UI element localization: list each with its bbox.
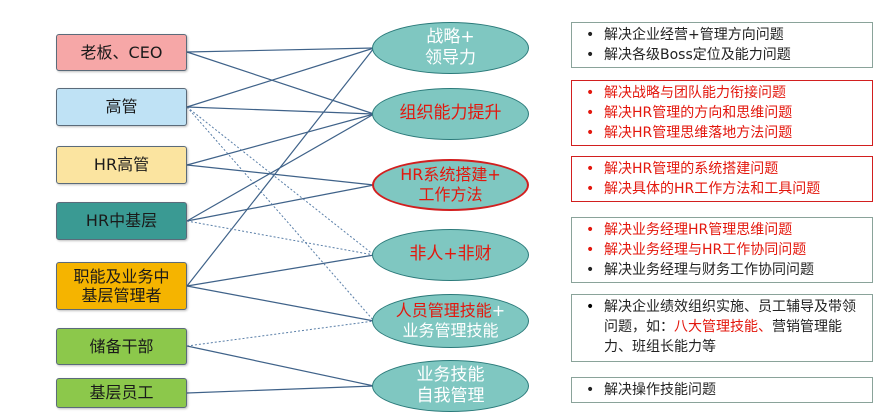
problem-box-2: 解决战略与团队能力衔接问题 解决HR管理的方向和思维问题 解决HR管理思维落地方… (571, 80, 873, 146)
connector-line (186, 164, 375, 186)
problem-box-6: 解决操作技能问题 (571, 377, 873, 403)
role-functional-managers: 职能及业务中 基层管理者 (56, 262, 187, 310)
problem-item: 解决业务经理HR管理思维问题 (582, 220, 866, 240)
connector-line (186, 47, 375, 287)
connector-line (186, 385, 375, 394)
course-strategy-leadership: 战略+ 领导力 (372, 22, 529, 74)
connector-line (186, 106, 375, 115)
role-frontline-staff: 基层员工 (56, 378, 187, 408)
course-hr-system: HR系统搭建+ 工作方法 (372, 159, 529, 211)
problem-box-5: 解决企业绩效组织实施、员工辅导及带领问题，如：八大管理技能、营销管理能力、班组长… (571, 294, 873, 362)
connector-line (186, 47, 375, 108)
problem-box-1: 解决企业经营+管理方向问题 解决各级Boss定位及能力问题 (571, 22, 873, 68)
problem-text-black: 解决企业绩效组织实施、员工辅导及带领问题，如： (604, 299, 856, 335)
problem-item: 解决HR管理的系统搭建问题 (582, 159, 866, 179)
problem-item: 解决企业绩效组织实施、员工辅导及带领问题，如：八大管理技能、营销管理能力、班组长… (582, 297, 866, 357)
connector-line (186, 345, 375, 387)
course-people-management-red-text: 人员管理技能 (395, 301, 492, 320)
course-business-skills: 业务技能 自我管理 (372, 360, 529, 412)
problem-text-red: 八大管理技能、 (674, 319, 772, 335)
connector-line-dashed (186, 320, 375, 347)
role-hr-senior: HR高管 (56, 146, 187, 184)
role-hr-mid: HR中基层 (56, 202, 187, 240)
problem-item: 解决操作技能问题 (582, 380, 866, 400)
problem-item: 解决HR管理思维落地方法问题 (582, 123, 866, 143)
connector-line (186, 184, 375, 222)
problem-item: 解决具体的HR工作方法和工具问题 (582, 179, 866, 199)
course-people-management-white-text: + 业务管理技能 (402, 301, 506, 340)
course-people-management: 人员管理技能+ 业务管理技能 (372, 294, 529, 348)
problem-box-3: 解决HR管理的系统搭建问题 解决具体的HR工作方法和工具问题 (571, 156, 873, 202)
role-senior-exec: 高管 (56, 88, 187, 126)
problem-item: 解决业务经理与HR工作协同问题 (582, 240, 866, 260)
connector-line (186, 47, 375, 53)
connector-line (186, 285, 375, 322)
problem-box-4: 解决业务经理HR管理思维问题 解决业务经理与HR工作协同问题 解决业务经理与财务… (571, 217, 873, 283)
problem-item: 解决HR管理的方向和思维问题 (582, 103, 866, 123)
connector-line-dashed (186, 106, 375, 322)
course-non-hr-non-finance: 非人+非财 (372, 229, 529, 281)
connector-line (186, 113, 375, 166)
connector-line (186, 51, 375, 115)
problem-item: 解决战略与团队能力衔接问题 (582, 83, 866, 103)
role-reserve-cadre: 储备干部 (56, 328, 187, 365)
connector-line (186, 254, 375, 287)
problem-item: 解决业务经理与财务工作协同问题 (582, 260, 866, 280)
problem-item: 解决企业经营+管理方向问题 (582, 25, 866, 45)
problem-text-black: 营销管理能力、班组长能力等 (604, 319, 842, 355)
role-boss-ceo: 老板、CEO (56, 34, 187, 71)
course-org-capability: 组织能力提升 (372, 88, 529, 140)
connector-line-dashed (186, 106, 375, 256)
problem-item: 解决各级Boss定位及能力问题 (582, 45, 866, 65)
